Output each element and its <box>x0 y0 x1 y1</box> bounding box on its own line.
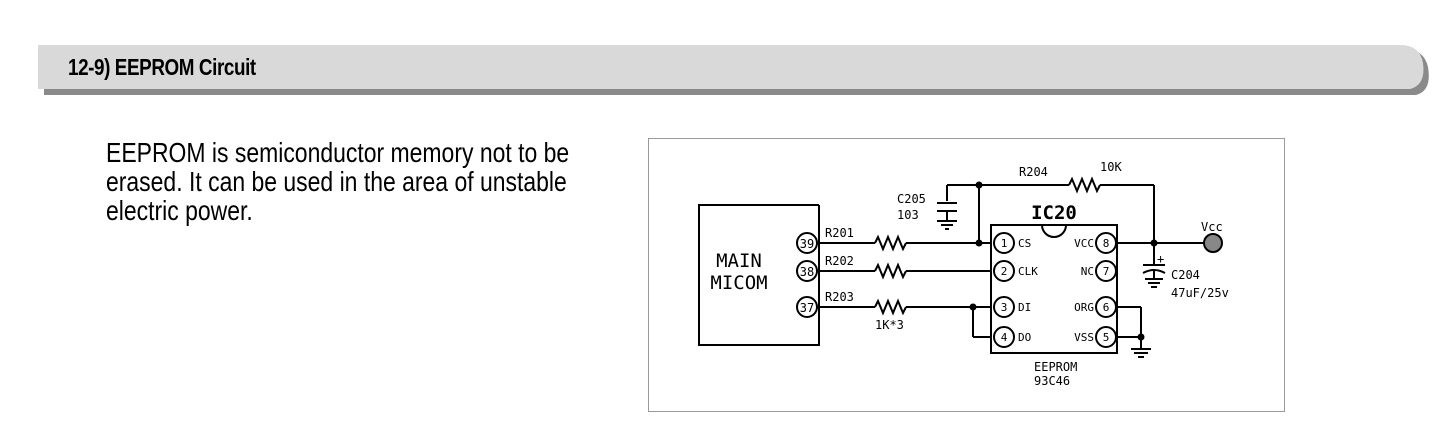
section-title: 12-9) EEPROM Circuit <box>68 54 256 80</box>
ic-pin-7 <box>1095 260 1117 282</box>
ic-pin-number: 6 <box>1103 301 1110 314</box>
r202-label: R202 <box>825 254 854 268</box>
r204-value: 10K <box>1100 160 1122 174</box>
resistor-r204 <box>1068 176 1101 194</box>
r203-label: R203 <box>825 290 854 304</box>
resistor-r203 <box>874 298 907 316</box>
ic-pin-5 <box>1095 326 1117 348</box>
ic-pin-8 <box>1095 232 1117 254</box>
ic-pin-name: VSS <box>1074 331 1094 344</box>
ic-pin-number: 3 <box>1001 301 1008 314</box>
ic-pin-number: 5 <box>1103 331 1110 344</box>
ic-part-label: EEPROM <box>1034 360 1077 374</box>
ic-pin-name: DO <box>1018 331 1031 344</box>
ic-pin-4 <box>993 326 1015 348</box>
section-header: 12-9) EEPROM Circuit <box>38 45 1434 95</box>
resistor-value-label: 1K*3 <box>875 318 904 332</box>
ic-pin-number: 7 <box>1103 265 1110 278</box>
c205-value: 103 <box>897 208 919 222</box>
ic-pin-name: CLK <box>1018 265 1038 278</box>
c204-value: 47uF/25v <box>1171 286 1229 300</box>
micom-pin-label: 37 <box>800 301 814 315</box>
ic20-label: IC20 <box>1031 202 1077 224</box>
r204-label: R204 <box>1019 165 1048 179</box>
micom-label: MICOM <box>710 272 767 294</box>
resistor-r201 <box>874 234 907 252</box>
description-line: electric power. <box>106 195 253 226</box>
description-line: erased. It can be used in the area of un… <box>106 166 567 197</box>
ic-pin-name: DI <box>1018 301 1031 314</box>
schematic-frame: MAIN MICOM 39 38 37 R201 R202 R203 1K*3 … <box>648 138 1285 412</box>
ic-pin-1 <box>993 232 1015 254</box>
eeprom-schematic: MAIN MICOM 39 38 37 R201 R202 R203 1K*3 … <box>698 160 1229 388</box>
ic-pin-number: 8 <box>1103 237 1110 250</box>
vcc-label: Vcc <box>1201 220 1223 234</box>
ic-part-number: 93C46 <box>1034 374 1070 388</box>
ic-pin-2 <box>993 260 1015 282</box>
section-header-bar <box>38 45 1429 95</box>
main-micom-box <box>698 204 820 346</box>
r201-label: R201 <box>825 226 854 240</box>
c205-label: C205 <box>897 192 926 206</box>
micom-label: MAIN <box>716 250 762 272</box>
ic-pin-number: 2 <box>1001 265 1008 278</box>
c204-label: C204 <box>1171 268 1200 282</box>
ic-pin-number: 4 <box>1001 331 1008 344</box>
micom-pin-label: 39 <box>800 237 814 251</box>
c204-plus: + <box>1157 252 1164 266</box>
ic-pin-name: VCC <box>1074 237 1094 250</box>
micom-pin-label: 38 <box>800 265 814 279</box>
ic-pin-name: NC <box>1081 265 1094 278</box>
resistor-r202 <box>874 262 907 280</box>
description-line: EEPROM is semiconductor memory not to be <box>106 137 570 168</box>
ic-pin-6 <box>1095 296 1117 318</box>
ic-pin-3 <box>993 296 1015 318</box>
ic-pin-number: 1 <box>1001 237 1008 250</box>
vcc-terminal <box>1203 233 1223 253</box>
description-text: EEPROM is semiconductor memory not to be… <box>106 137 570 226</box>
ic-pin-name: ORG <box>1074 301 1094 314</box>
ic-pin-name: CS <box>1018 237 1031 250</box>
